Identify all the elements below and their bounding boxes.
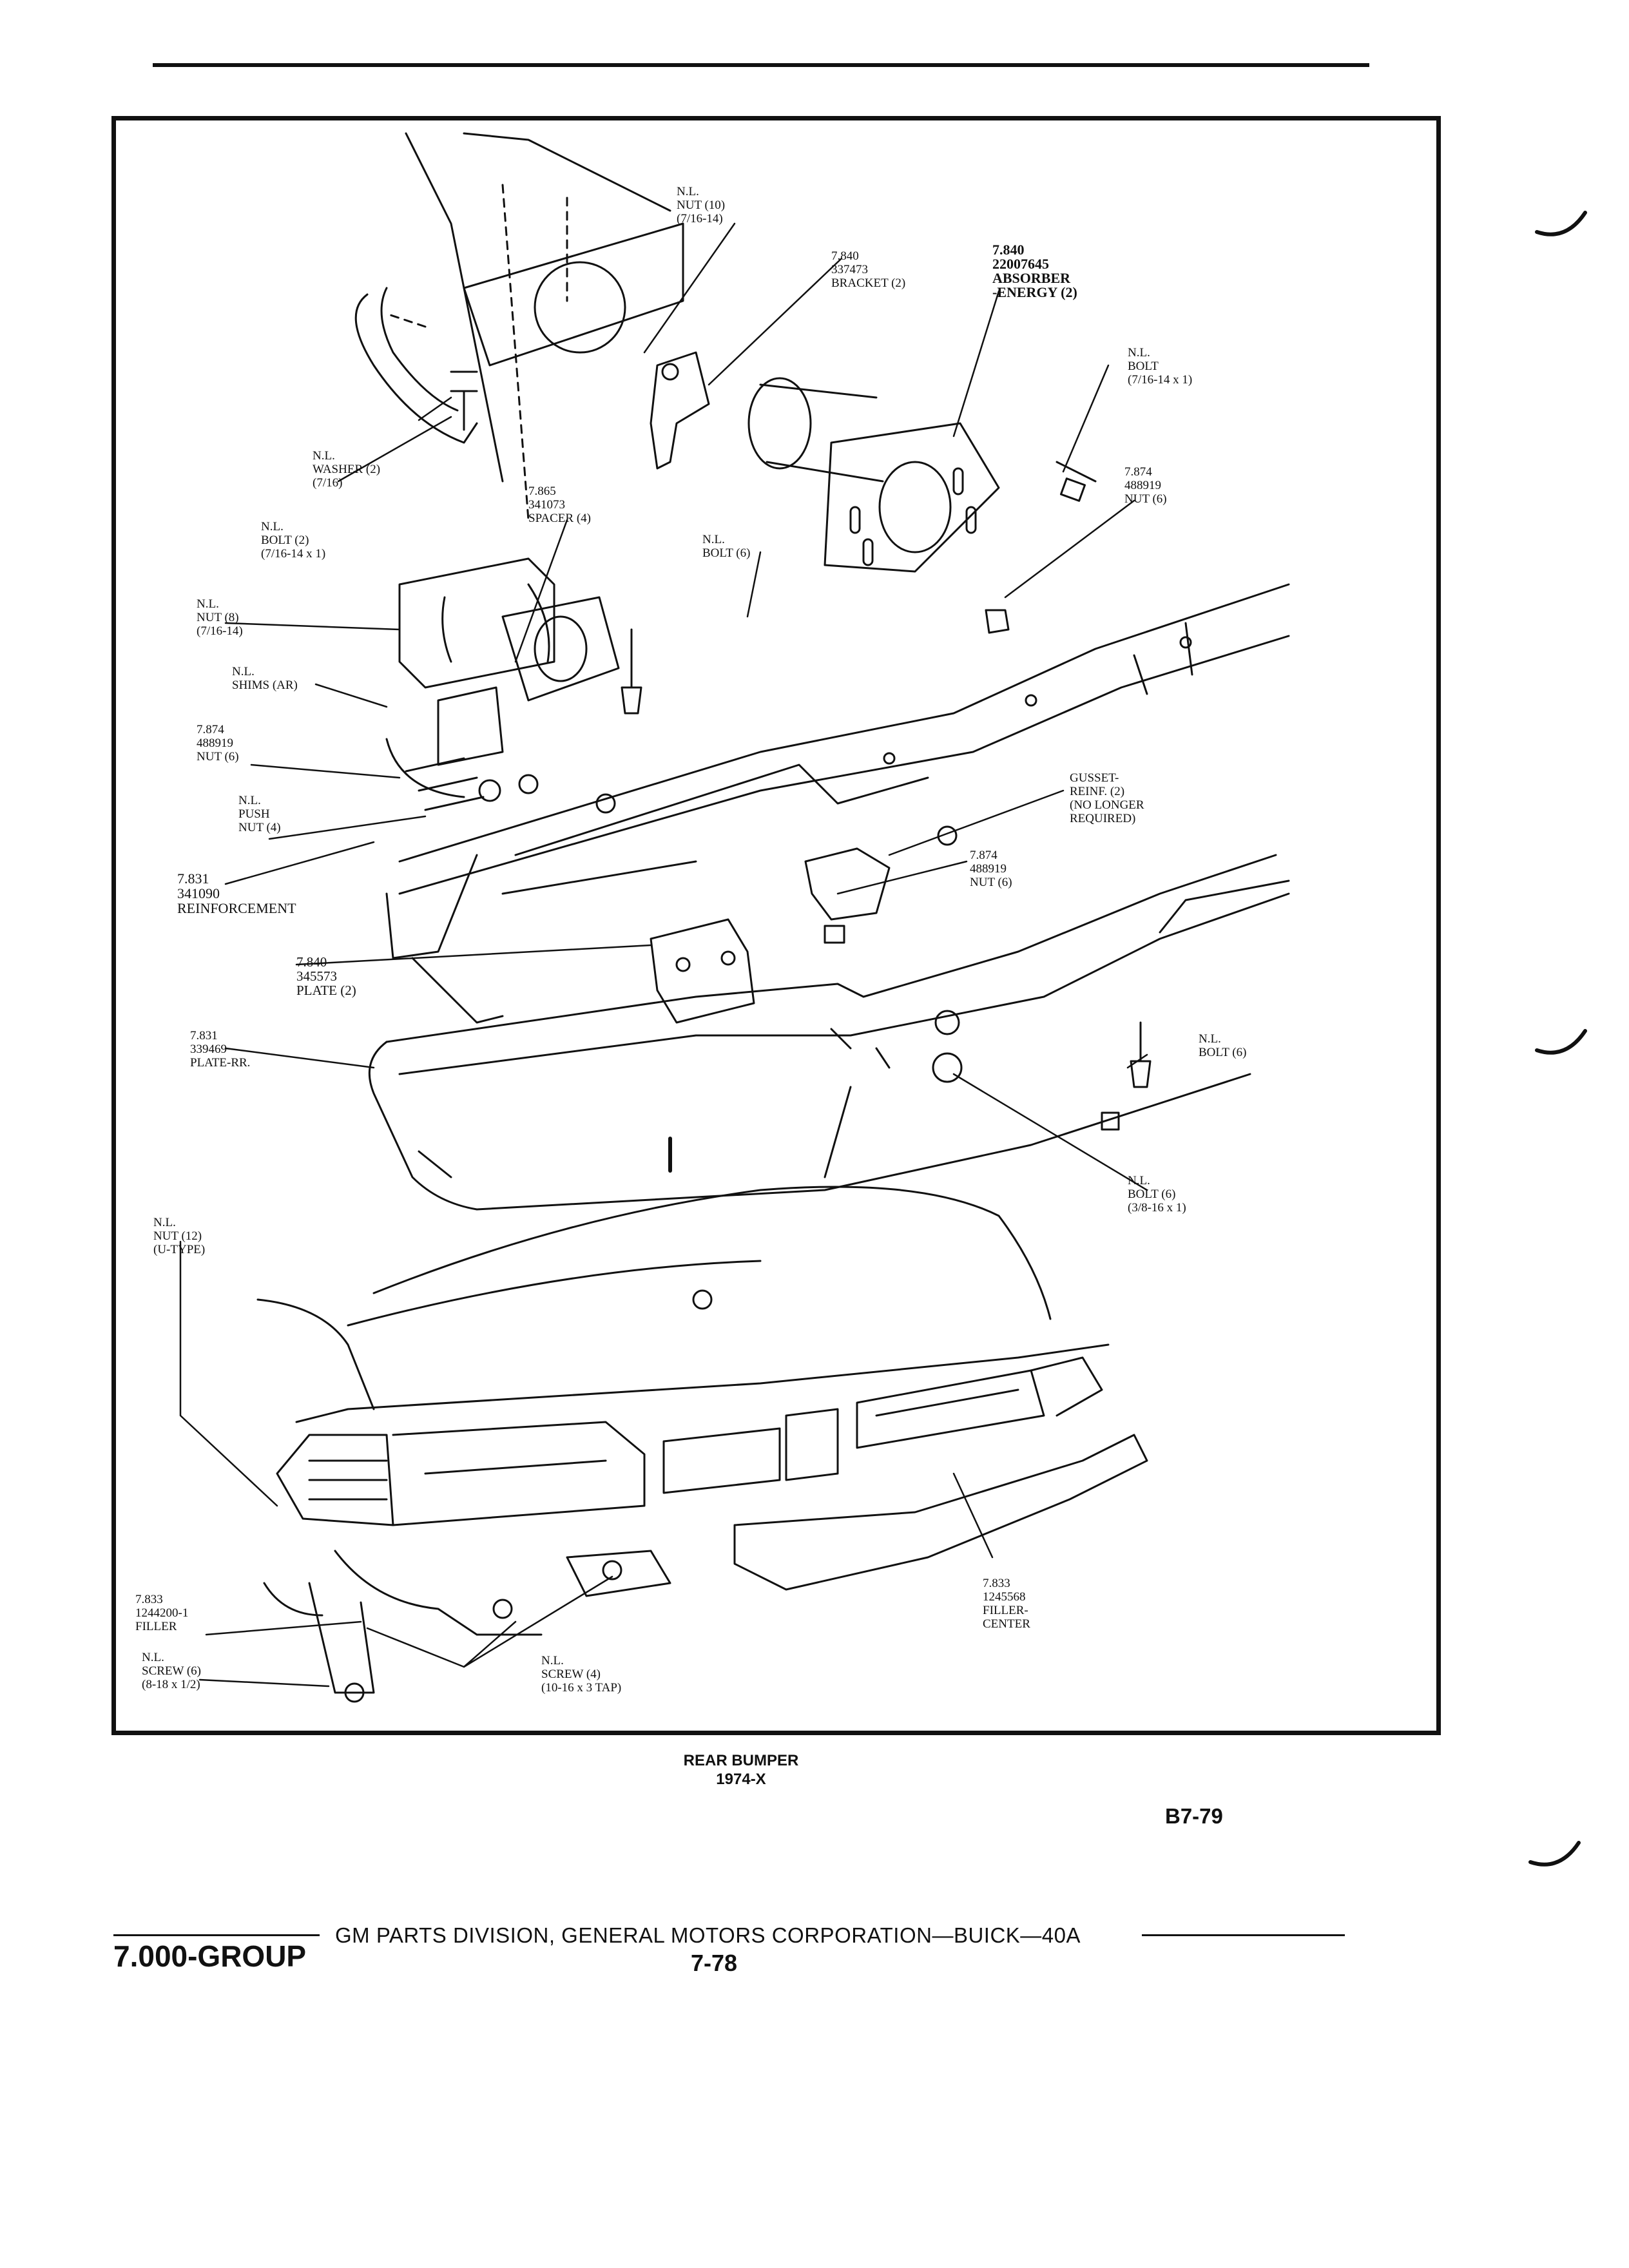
margin-mark-bottom: [1528, 1841, 1581, 1867]
callout-screw-6: N.L.SCREW (6)(8-18 x 1/2): [142, 1651, 202, 1691]
body-quarter-panel: [354, 132, 684, 521]
callout-nut-10: N.L.NUT (10)(7/16-14): [677, 185, 726, 226]
center-plate: [650, 918, 755, 1024]
filler-center: [263, 1434, 1148, 1694]
energy-absorber: [747, 377, 1000, 573]
exploded-view-illustration: [179, 132, 1290, 1703]
footer-rule-left: [113, 1934, 320, 1936]
gusset: [804, 847, 891, 944]
car-rear-body: [256, 1186, 1110, 1526]
diagram-caption: REAR BUMPER 1974-X: [644, 1751, 838, 1789]
margin-mark-middle: [1535, 1029, 1587, 1055]
callout-screw-4: N.L.SCREW (4)(10-16 x 3 TAP): [541, 1654, 622, 1695]
illustration-reference: B7-79: [1165, 1804, 1223, 1828]
callout-nut-12: N.L.NUT (12)(U-TYPE): [153, 1216, 206, 1256]
caption-model: 1974-X: [716, 1771, 766, 1788]
bracket: [650, 351, 710, 470]
absorber-bolt: [1055, 461, 1097, 502]
group-number: 7.000-GROUP: [113, 1939, 307, 1973]
bumper-face: [368, 854, 1290, 1211]
publisher-line: GM PARTS DIVISION, GENERAL MOTORS CORPOR…: [335, 1923, 1081, 1947]
spacer-stack: [385, 557, 620, 811]
callout-washer: N.L.WASHER (2)(7/16): [313, 449, 381, 490]
callout-bolt-6-lower: N.L.BOLT (6)(3/8-16 x 1): [1128, 1174, 1186, 1215]
callout-bolt-upper: N.L.BOLT(7/16-14 x 1): [1128, 346, 1193, 387]
bumper-reinforcement: [385, 583, 1290, 1024]
callout-nut-8: N.L.NUT (8)(7/16-14): [197, 597, 243, 638]
fasteners: [344, 370, 1152, 1703]
callout-bolt-6-center: N.L.BOLT (6): [702, 533, 751, 560]
callout-bolt-6-right: N.L.BOLT (6): [1199, 1032, 1247, 1059]
leader-lines: [179, 222, 1148, 1687]
page-number: 7-78: [691, 1950, 738, 1976]
caption-title: REAR BUMPER: [683, 1752, 799, 1769]
footer-rule-right: [1142, 1934, 1345, 1936]
callout-bolt-2: N.L.BOLT (2)(7/16-14 x 1): [261, 520, 326, 561]
top-rule: [153, 63, 1369, 67]
margin-mark-top: [1535, 211, 1587, 236]
callout-shims: N.L.SHIMS (AR): [232, 665, 298, 692]
